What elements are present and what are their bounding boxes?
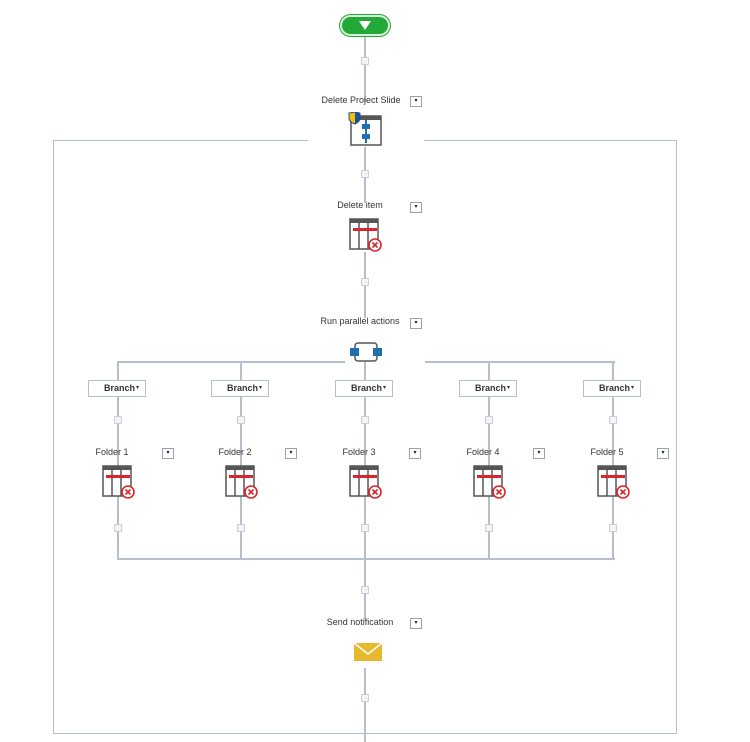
add-action-connector[interactable]: [609, 524, 617, 532]
add-action-connector[interactable]: [237, 524, 245, 532]
workflow-start-button[interactable]: [340, 15, 390, 36]
action-menu-dropdown[interactable]: ▾: [410, 318, 422, 329]
branch-button-4[interactable]: Branch▾: [459, 380, 517, 397]
add-action-connector[interactable]: [361, 524, 369, 532]
action-menu-dropdown[interactable]: ▾: [409, 448, 421, 459]
branch-line: [488, 361, 490, 560]
action-menu-dropdown[interactable]: ▾: [657, 448, 669, 459]
play-down-icon: [359, 21, 371, 30]
add-action-connector[interactable]: [361, 416, 369, 424]
envelope-icon[interactable]: [354, 642, 382, 662]
list-delete-icon[interactable]: [348, 217, 384, 253]
branch-line: [612, 361, 614, 560]
branch-label: Branch: [475, 383, 507, 393]
connector-line: [364, 668, 366, 742]
add-action-connector[interactable]: [361, 57, 369, 65]
add-action-connector[interactable]: [114, 416, 122, 424]
chevron-down-icon: ▾: [506, 385, 510, 391]
branch-button-5[interactable]: Branch▾: [583, 380, 641, 397]
chevron-down-icon: ▾: [258, 385, 262, 391]
list-delete-icon[interactable]: [472, 464, 508, 500]
branch-button-2[interactable]: Branch▾: [211, 380, 269, 397]
list-delete-icon[interactable]: [224, 464, 260, 500]
branch-line: [117, 361, 119, 560]
branch-label: Branch: [599, 383, 631, 393]
branch-merge-line: [117, 558, 615, 560]
branch-label: Branch: [104, 383, 136, 393]
action-label-delete-item: Delete item: [337, 200, 383, 210]
add-action-connector[interactable]: [361, 170, 369, 178]
list-delete-icon[interactable]: [596, 464, 632, 500]
add-action-connector[interactable]: [361, 586, 369, 594]
action-label-folder-5: Folder 5: [590, 447, 624, 457]
add-action-connector[interactable]: [609, 416, 617, 424]
list-delete-icon[interactable]: [101, 464, 137, 500]
branch-split-line: [425, 361, 615, 363]
add-action-connector[interactable]: [361, 694, 369, 702]
add-action-connector[interactable]: [361, 278, 369, 286]
action-label-folder-2: Folder 2: [218, 447, 252, 457]
chevron-down-icon: ▾: [382, 385, 386, 391]
branch-button-3[interactable]: Branch▾: [335, 380, 393, 397]
action-menu-dropdown[interactable]: ▾: [162, 448, 174, 459]
workflow-shield-icon[interactable]: [348, 112, 382, 146]
action-menu-dropdown[interactable]: ▾: [410, 96, 422, 107]
branch-split-line: [117, 361, 345, 363]
action-label-folder-3: Folder 3: [342, 447, 376, 457]
action-label-delete-project-slide: Delete Project Slide: [321, 95, 401, 105]
chevron-down-icon: ▾: [135, 385, 139, 391]
add-action-connector[interactable]: [237, 416, 245, 424]
add-action-connector[interactable]: [485, 416, 493, 424]
chevron-down-icon: ▾: [630, 385, 634, 391]
branch-line: [240, 361, 242, 560]
action-menu-dropdown[interactable]: ▾: [410, 202, 422, 213]
action-label-folder-4: Folder 4: [466, 447, 500, 457]
action-label-send-notification: Send notification: [326, 617, 394, 627]
connector-line: [364, 362, 366, 372]
branch-button-1[interactable]: Branch▾: [88, 380, 146, 397]
add-action-connector[interactable]: [114, 524, 122, 532]
connector-line: [364, 36, 366, 102]
action-label-run-parallel-actions: Run parallel actions: [320, 316, 400, 326]
branch-label: Branch: [351, 383, 383, 393]
parallel-actions-icon[interactable]: [348, 340, 384, 364]
branch-label: Branch: [227, 383, 259, 393]
list-delete-icon[interactable]: [348, 464, 384, 500]
action-label-folder-1: Folder 1: [95, 447, 129, 457]
action-menu-dropdown[interactable]: ▾: [410, 618, 422, 629]
add-action-connector[interactable]: [485, 524, 493, 532]
action-menu-dropdown[interactable]: ▾: [285, 448, 297, 459]
action-menu-dropdown[interactable]: ▾: [533, 448, 545, 459]
